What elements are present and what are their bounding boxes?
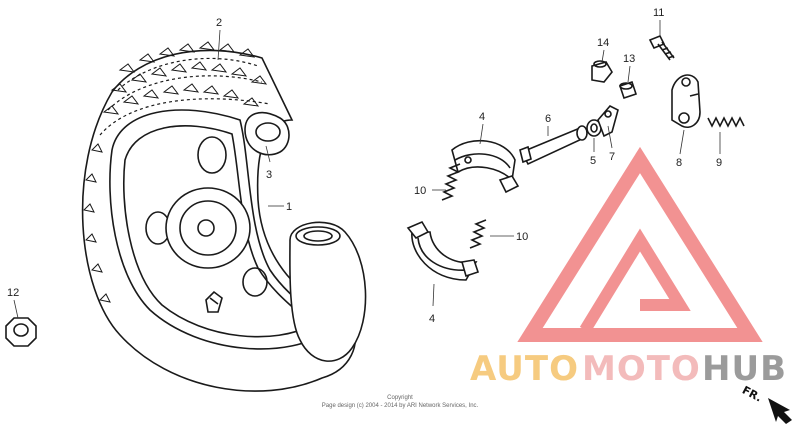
part-number-9: 9	[716, 157, 722, 169]
copyright-line-1: Copyright	[387, 395, 413, 401]
tube-section	[289, 221, 367, 362]
tread-blocks	[82, 41, 268, 303]
part-number-11: 11	[653, 7, 664, 19]
part-number-2: 2	[216, 17, 222, 29]
axle-hole	[197, 219, 215, 237]
tire-tread	[99, 57, 271, 136]
part-number-12: 12	[7, 287, 19, 299]
front-direction-indicator: FR.	[740, 384, 792, 424]
watermark-text-moto: MOTO	[582, 349, 701, 389]
automotohub-watermark: AUTO MOTO HUB	[470, 146, 787, 389]
part-number-13: 13	[623, 53, 635, 65]
part-number-8: 8	[676, 157, 682, 169]
return-spring	[707, 116, 745, 128]
collar	[618, 80, 638, 100]
hub-inner	[179, 200, 237, 256]
part-number-3: 3	[266, 169, 272, 181]
inner-tube	[244, 111, 290, 156]
copyright-line-2: Page design (c) 2004 - 2014 by ARI Netwo…	[322, 403, 479, 409]
spring-upper	[441, 163, 461, 201]
part-number-4-lower: 4	[429, 313, 435, 325]
part-number-4-upper: 4	[479, 111, 485, 123]
part-number-10-upper: 10	[414, 185, 426, 197]
part-number-14: 14	[597, 37, 609, 49]
part-number-10-lower: 10	[516, 231, 528, 243]
spring-lower	[469, 219, 487, 249]
spoke-opening	[242, 267, 268, 297]
spoke-opening	[197, 136, 227, 174]
part-number-1: 1	[286, 201, 292, 213]
part-numbers: 2 3 1 4 4 10 10 6 5 7 8 9 11 14 13 12	[7, 7, 722, 325]
leader-lines	[13, 20, 721, 319]
part-number-6: 6	[545, 113, 551, 125]
brake-arm	[671, 74, 701, 128]
wheel-assembly	[81, 41, 357, 392]
brake-shoe-upper	[451, 139, 520, 194]
brake-shoe-lower	[406, 220, 480, 281]
cap-nut	[591, 60, 613, 83]
watermark-text-auto: AUTO	[470, 349, 579, 389]
washer	[586, 119, 602, 137]
watermark-triangle-logo	[517, 146, 763, 342]
watermark-inner-mark	[579, 228, 691, 334]
part-number-5: 5	[590, 155, 596, 167]
valve-stem	[205, 290, 223, 313]
watermark-text-hub: HUB	[702, 349, 787, 389]
arrow-icon	[768, 398, 792, 424]
brake-cam	[519, 125, 588, 166]
wear-indicator-plate	[597, 105, 619, 138]
copyright-notice: Copyright Page design (c) 2004 - 2014 by…	[322, 395, 479, 409]
bolt	[648, 34, 675, 61]
part-number-7: 7	[609, 151, 615, 163]
axle-nut	[5, 317, 37, 347]
